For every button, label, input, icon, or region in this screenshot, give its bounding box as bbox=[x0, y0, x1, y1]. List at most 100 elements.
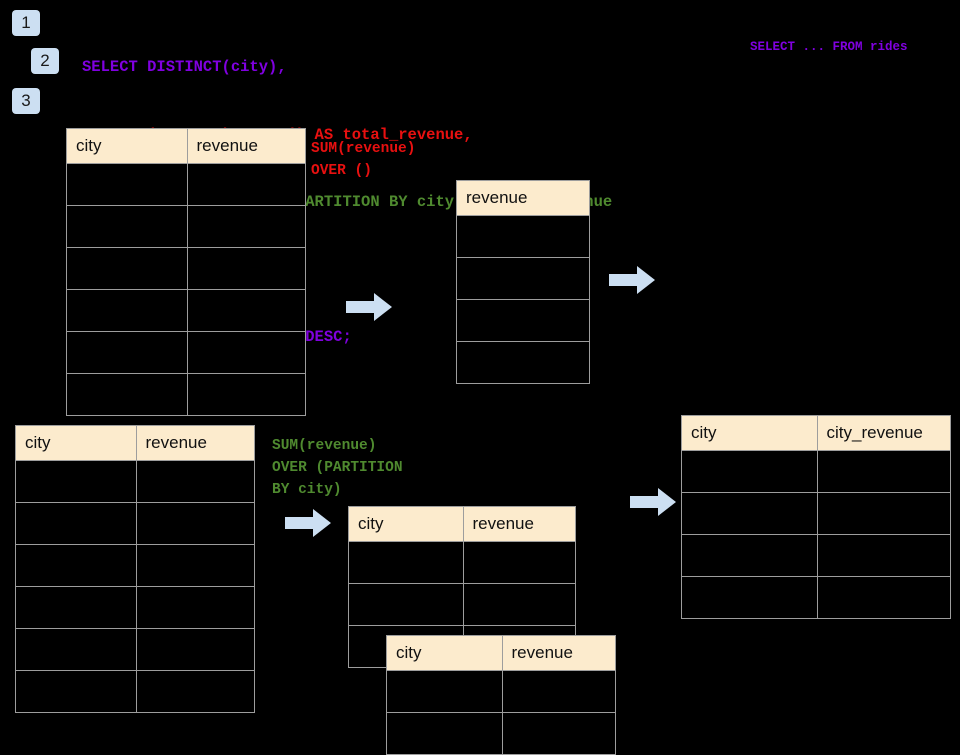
table-row bbox=[66, 163, 306, 206]
cell-revenue bbox=[186, 373, 306, 416]
column-header-city: city bbox=[348, 506, 464, 542]
cell-city-revenue bbox=[816, 534, 951, 577]
table-header-row: city revenue bbox=[66, 128, 306, 164]
side-note-select-from-rides: SELECT ... FROM rides bbox=[750, 40, 908, 54]
cell-revenue bbox=[456, 215, 590, 258]
column-header-revenue: revenue bbox=[186, 128, 306, 164]
cell-revenue bbox=[186, 331, 306, 374]
table-header-row: city revenue bbox=[386, 635, 616, 671]
table-row bbox=[681, 450, 951, 493]
table-row bbox=[456, 299, 590, 342]
cell-city-revenue bbox=[816, 576, 951, 619]
cell-revenue bbox=[186, 247, 306, 290]
arrow-source-to-partition bbox=[285, 509, 331, 537]
cell-city bbox=[348, 541, 464, 584]
annotation-city-revenue: SUM(revenue) OVER (PARTITION BY city) bbox=[272, 438, 403, 498]
step-badge-1: 1 bbox=[12, 10, 40, 36]
cell-city bbox=[386, 712, 503, 755]
cell-city bbox=[15, 460, 137, 503]
cell-revenue bbox=[186, 205, 306, 248]
table-row bbox=[66, 247, 306, 290]
step-badge-3: 3 bbox=[12, 88, 40, 114]
column-header-revenue: revenue bbox=[501, 635, 616, 671]
cell-city bbox=[15, 628, 137, 671]
table-row bbox=[66, 289, 306, 332]
cell-city-revenue bbox=[816, 492, 951, 535]
table-partition-front: city revenue bbox=[386, 635, 616, 755]
cell-revenue bbox=[135, 586, 255, 629]
cell-city bbox=[66, 247, 188, 290]
cell-city bbox=[15, 586, 137, 629]
table-row bbox=[456, 215, 590, 258]
cell-city bbox=[681, 492, 818, 535]
cell-revenue bbox=[135, 460, 255, 503]
table-row bbox=[456, 341, 590, 384]
column-header-city: city bbox=[66, 128, 188, 164]
cell-city bbox=[348, 583, 464, 626]
cell-revenue bbox=[135, 544, 255, 587]
table-final-result: city city_revenue bbox=[681, 415, 951, 619]
table-row bbox=[348, 583, 576, 626]
cell-city bbox=[681, 576, 818, 619]
cell-city bbox=[66, 163, 188, 206]
table-row bbox=[456, 257, 590, 300]
step-badge-2: 2 bbox=[31, 48, 59, 74]
table-row bbox=[681, 576, 951, 619]
cell-city bbox=[681, 534, 818, 577]
cell-city bbox=[681, 450, 818, 493]
arrow-source-to-total bbox=[346, 293, 392, 321]
diagram-canvas: 1 2 3 SELECT DISTINCT(city), SUM(revenue… bbox=[12, 10, 951, 755]
table-header-row: city revenue bbox=[15, 425, 255, 461]
cell-revenue bbox=[186, 163, 306, 206]
cell-revenue bbox=[135, 670, 255, 713]
table-row bbox=[66, 331, 306, 374]
table-header-row: city city_revenue bbox=[681, 415, 951, 451]
cell-city bbox=[15, 502, 137, 545]
column-header-city-revenue: city_revenue bbox=[816, 415, 951, 451]
cell-city bbox=[15, 670, 137, 713]
cell-revenue bbox=[462, 541, 576, 584]
table-row bbox=[386, 670, 616, 713]
cell-revenue bbox=[456, 299, 590, 342]
table-row bbox=[681, 534, 951, 577]
annotation-total-revenue: SUM(revenue) OVER () bbox=[311, 141, 416, 179]
table-header-row: revenue bbox=[456, 180, 590, 216]
table-row bbox=[15, 670, 255, 713]
cell-revenue bbox=[456, 341, 590, 384]
table-row bbox=[348, 541, 576, 584]
table-row bbox=[15, 460, 255, 503]
table-header-row: city revenue bbox=[348, 506, 576, 542]
table-source-top: city revenue bbox=[66, 128, 306, 416]
column-header-revenue: revenue bbox=[456, 180, 590, 216]
cell-revenue bbox=[135, 628, 255, 671]
table-row bbox=[386, 712, 616, 755]
cell-city bbox=[66, 331, 188, 374]
table-row bbox=[66, 205, 306, 248]
table-row bbox=[15, 586, 255, 629]
table-source-bottom: city revenue bbox=[15, 425, 255, 713]
cell-city bbox=[66, 289, 188, 332]
arrow-total-to-final bbox=[609, 266, 655, 294]
column-header-city: city bbox=[681, 415, 818, 451]
table-row bbox=[15, 628, 255, 671]
table-total-revenue: revenue bbox=[456, 180, 590, 384]
cell-city bbox=[386, 670, 503, 713]
arrow-partition-to-final bbox=[630, 488, 676, 516]
cell-city-revenue bbox=[816, 450, 951, 493]
table-row bbox=[15, 544, 255, 587]
cell-revenue bbox=[501, 712, 616, 755]
table-row bbox=[681, 492, 951, 535]
column-header-revenue: revenue bbox=[462, 506, 576, 542]
table-row bbox=[15, 502, 255, 545]
cell-revenue bbox=[135, 502, 255, 545]
sql-line-select: SELECT DISTINCT(city), bbox=[82, 58, 287, 76]
column-header-revenue: revenue bbox=[135, 425, 255, 461]
cell-revenue bbox=[186, 289, 306, 332]
table-row bbox=[66, 373, 306, 416]
cell-revenue bbox=[456, 257, 590, 300]
cell-revenue bbox=[501, 670, 616, 713]
column-header-city: city bbox=[15, 425, 137, 461]
cell-city bbox=[66, 205, 188, 248]
cell-city bbox=[15, 544, 137, 587]
cell-city bbox=[66, 373, 188, 416]
